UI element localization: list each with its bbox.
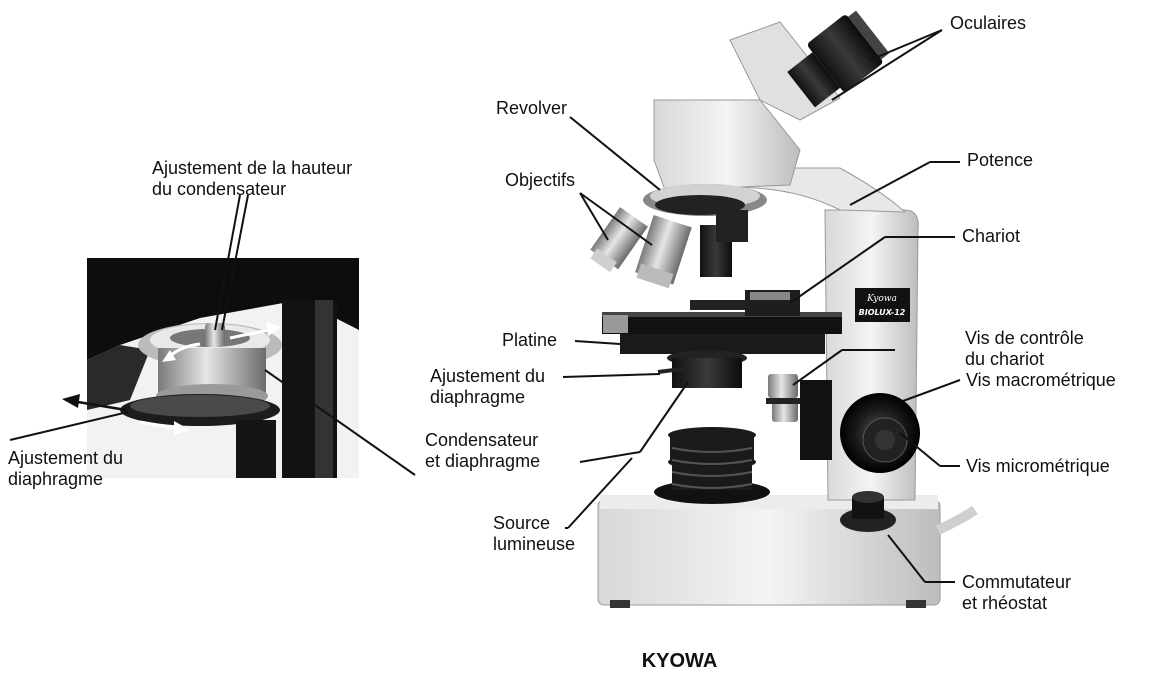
- label-ajustement-diaphragme-left: Ajustement dudiaphragme: [8, 448, 123, 490]
- brand-stamp-model: BIOLUX-12: [859, 308, 906, 317]
- label-condensateur-diaphragme: Condensateuret diaphragme: [425, 430, 540, 472]
- label-vis-macrometrique: Vis macrométrique: [966, 370, 1116, 391]
- label-chariot: Chariot: [962, 226, 1020, 247]
- label-ajustement-diaphragme-center: Ajustement dudiaphragme: [430, 366, 545, 408]
- label-source-lumineuse: Sourcelumineuse: [493, 513, 575, 555]
- label-platine: Platine: [502, 330, 557, 351]
- label-revolver: Revolver: [496, 98, 567, 119]
- label-vis-controle-chariot: Vis de contrôledu chariot: [965, 328, 1084, 370]
- figure-caption: KYOWA: [0, 650, 1169, 673]
- label-vis-micrometrique: Vis micrométrique: [966, 456, 1110, 477]
- label-potence: Potence: [967, 150, 1033, 171]
- label-commutateur-rheostat: Commutateuret rhéostat: [962, 572, 1071, 614]
- microscope-photo: Kyowa BIOLUX-12: [586, 7, 975, 608]
- closeup-photo: [62, 258, 359, 478]
- label-oculaires: Oculaires: [950, 13, 1026, 34]
- label-ajustement-hauteur-condensateur: Ajustement de la hauteurdu condensateur: [152, 158, 352, 200]
- label-objectifs: Objectifs: [505, 170, 575, 191]
- brand-stamp-logo: Kyowa: [866, 294, 897, 304]
- caption-text: KYOWA: [642, 650, 718, 673]
